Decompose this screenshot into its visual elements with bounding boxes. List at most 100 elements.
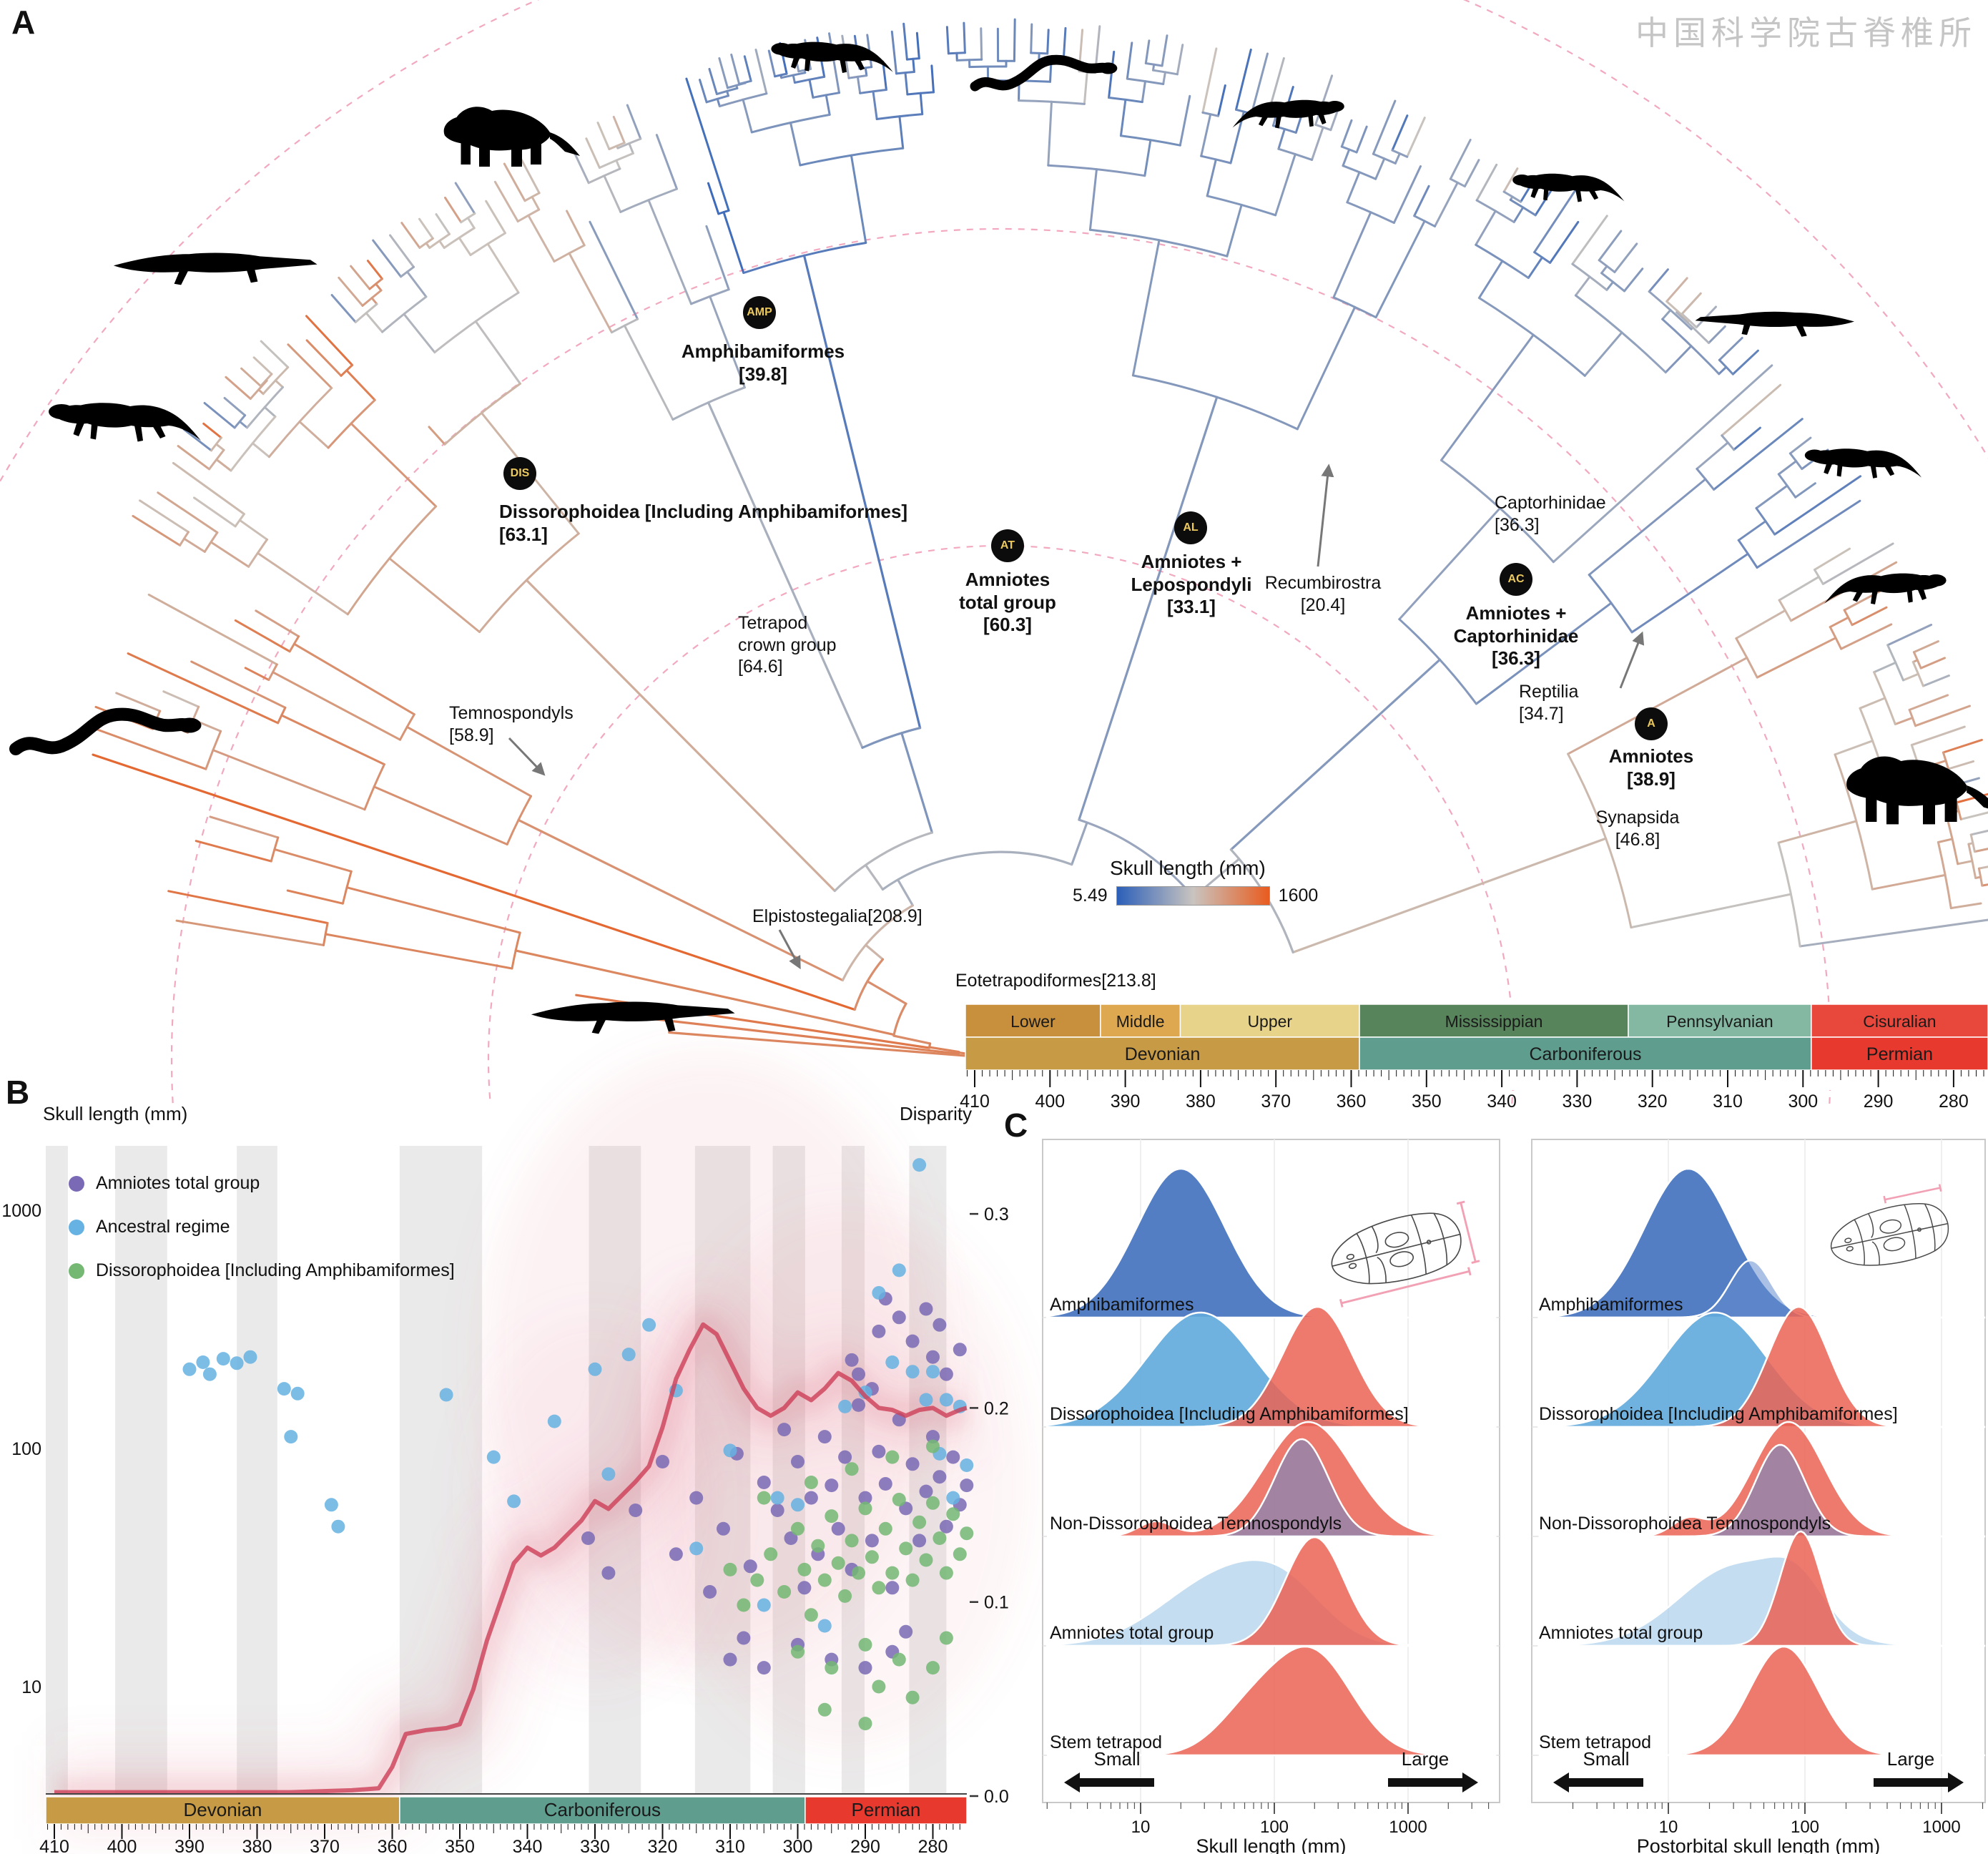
clade-badge-a-text: A [1647, 717, 1655, 730]
skull-length-legend-min: 5.49 [1073, 886, 1108, 906]
silhouette-microsaur [1232, 99, 1344, 129]
annotation-captorhinidae: Captorhinidae[36.3] [1495, 493, 1606, 535]
period-Permian [1811, 1036, 1988, 1071]
ridge-xlabel: Postorbital skull length (mm) [1637, 1835, 1881, 1854]
ridge-row-label: Stem tetrapod [1050, 1732, 1162, 1752]
epoch-Lower [965, 1004, 1101, 1038]
svg-text:410: 410 [960, 1092, 990, 1112]
svg-text:Carboniferous: Carboniferous [544, 1799, 661, 1820]
svg-text:330: 330 [1563, 1092, 1593, 1112]
panel-b-period-Carboniferous [399, 1796, 806, 1825]
ridge-row-label: Dissorophoidea [Including Amphibamiforme… [1539, 1404, 1898, 1424]
svg-text:360: 360 [1337, 1092, 1367, 1112]
skull-length-legend-title: Skull length (mm) [1110, 857, 1266, 879]
silhouette-whatcheeriid [49, 403, 201, 442]
svg-text:390: 390 [174, 1837, 205, 1854]
panel-a-label: A [11, 4, 36, 41]
svg-text:310: 310 [1713, 1092, 1743, 1112]
svg-text:340: 340 [1487, 1092, 1517, 1112]
svg-text:380: 380 [1186, 1092, 1216, 1112]
clade-label-amniotes-lepospondyli: Amniotes + Lepospondyli[33.1] [1131, 551, 1252, 618]
ridge-row-label: Amphibamiformes [1539, 1295, 1683, 1315]
density-red [1538, 1645, 1986, 1757]
svg-text:390: 390 [1111, 1092, 1141, 1112]
legend-dot-ancestral [69, 1219, 84, 1235]
svg-text:350: 350 [1412, 1092, 1442, 1112]
silhouette-reptile [1804, 448, 1922, 479]
ridge-row-label: Amniotes total group [1539, 1623, 1703, 1643]
svg-text:Permian: Permian [1866, 1044, 1933, 1064]
annotation-reptilia: Reptilia[34.7] [1519, 682, 1579, 724]
clade-label-amniotes-captorhinidae: Amniotes + Captorhinidae[36.3] [1453, 602, 1579, 670]
annotation-tetrapod-crown-group: Tetrapod crown group[64.6] [738, 613, 837, 677]
svg-text:320: 320 [1638, 1092, 1668, 1112]
silhouette-synapsid [1846, 756, 1988, 825]
clade-badge-a: A [1635, 707, 1668, 740]
skull-inset-post [1830, 1184, 1949, 1266]
svg-text:0.2: 0.2 [984, 1398, 1009, 1418]
silhouette-lepospondyl [970, 54, 1118, 92]
panel-c-label: C [1004, 1107, 1028, 1144]
series-ancestral-regime [182, 1158, 974, 1633]
clade-badge-at-text: AT [1000, 539, 1015, 551]
svg-text:350: 350 [445, 1837, 475, 1854]
svg-text:320: 320 [648, 1837, 678, 1854]
density-blue [1045, 1167, 1497, 1319]
density-red [1047, 1536, 1497, 1647]
ridge-row-label: Non-Dissorophoidea Temnospondyls [1539, 1514, 1831, 1534]
ridge-xlabel: Skull length (mm) [1196, 1835, 1346, 1854]
svg-text:1000: 1000 [1389, 1818, 1427, 1837]
svg-text:0.3: 0.3 [984, 1205, 1009, 1225]
skull-length-gradient-bar [1116, 886, 1270, 906]
clade-badge-al-text: AL [1183, 521, 1199, 534]
svg-text:370: 370 [1261, 1092, 1291, 1112]
svg-text:400: 400 [107, 1837, 137, 1854]
silhouette-amphibamiform [771, 41, 893, 73]
density-blueoutline [1047, 1438, 1497, 1538]
svg-text:1000: 1000 [1922, 1818, 1960, 1837]
svg-text:370: 370 [310, 1837, 340, 1854]
annotation-synapsida: Synapsida[46.8] [1595, 808, 1680, 850]
series-dissorophoidea-including-amphibamiformes- [723, 1439, 974, 1731]
scatter-points [182, 1158, 974, 1731]
silhouette-captorhinid [1695, 311, 1854, 337]
svg-text:280: 280 [918, 1837, 948, 1854]
panel-b-period-Devonian [45, 1796, 400, 1825]
disparity-line [54, 1322, 968, 1795]
clade-badge-ac-text: AC [1507, 573, 1525, 585]
svg-text:340: 340 [513, 1837, 543, 1854]
density-blueoutline [1538, 1259, 1986, 1319]
svg-text:Large: Large [1402, 1748, 1450, 1770]
svg-text:10: 10 [1131, 1818, 1151, 1837]
period-Carboniferous [1359, 1036, 1812, 1071]
svg-text:100: 100 [11, 1439, 41, 1459]
svg-text:410: 410 [39, 1837, 69, 1854]
skull-length-legend: Skull length (mm) 5.49 1600 [1073, 857, 1344, 906]
ridge-row-label: Amphibamiformes [1050, 1295, 1194, 1315]
panel-b-disparity-label: Disparity [900, 1103, 973, 1124]
clade-label-dissorophoidea: Dissorophoidea [Including Amphibamiforme… [499, 501, 908, 545]
svg-text:290: 290 [850, 1837, 880, 1854]
fan-phylogeny [87, 18, 1988, 1061]
svg-text:Large: Large [1887, 1748, 1935, 1770]
clade-badge-dis-text: DIS [510, 467, 530, 479]
ridge-row-label: Non-Dissorophoidea Temnospondyls [1050, 1514, 1342, 1534]
large-arrow [1874, 1772, 1964, 1792]
silhouette-diadectomorph [443, 107, 580, 167]
svg-text:0.0: 0.0 [984, 1787, 1009, 1807]
svg-text:100: 100 [1791, 1818, 1819, 1837]
svg-text:290: 290 [1864, 1092, 1894, 1112]
svg-text:360: 360 [378, 1837, 408, 1854]
svg-text:1000: 1000 [1, 1201, 41, 1221]
ridge-row-label: Amniotes total group [1050, 1623, 1214, 1643]
svg-text:Devonian: Devonian [184, 1799, 262, 1820]
ridge-row-label: Dissorophoidea [Including Amphibamiforme… [1050, 1404, 1409, 1424]
large-arrow [1388, 1772, 1478, 1792]
series-amniotes-total-group [581, 1292, 974, 1675]
clade-badge-al: AL [1174, 511, 1207, 544]
svg-text:Small: Small [1583, 1748, 1629, 1770]
density-red [1538, 1305, 1986, 1428]
small-arrow [1553, 1772, 1643, 1792]
